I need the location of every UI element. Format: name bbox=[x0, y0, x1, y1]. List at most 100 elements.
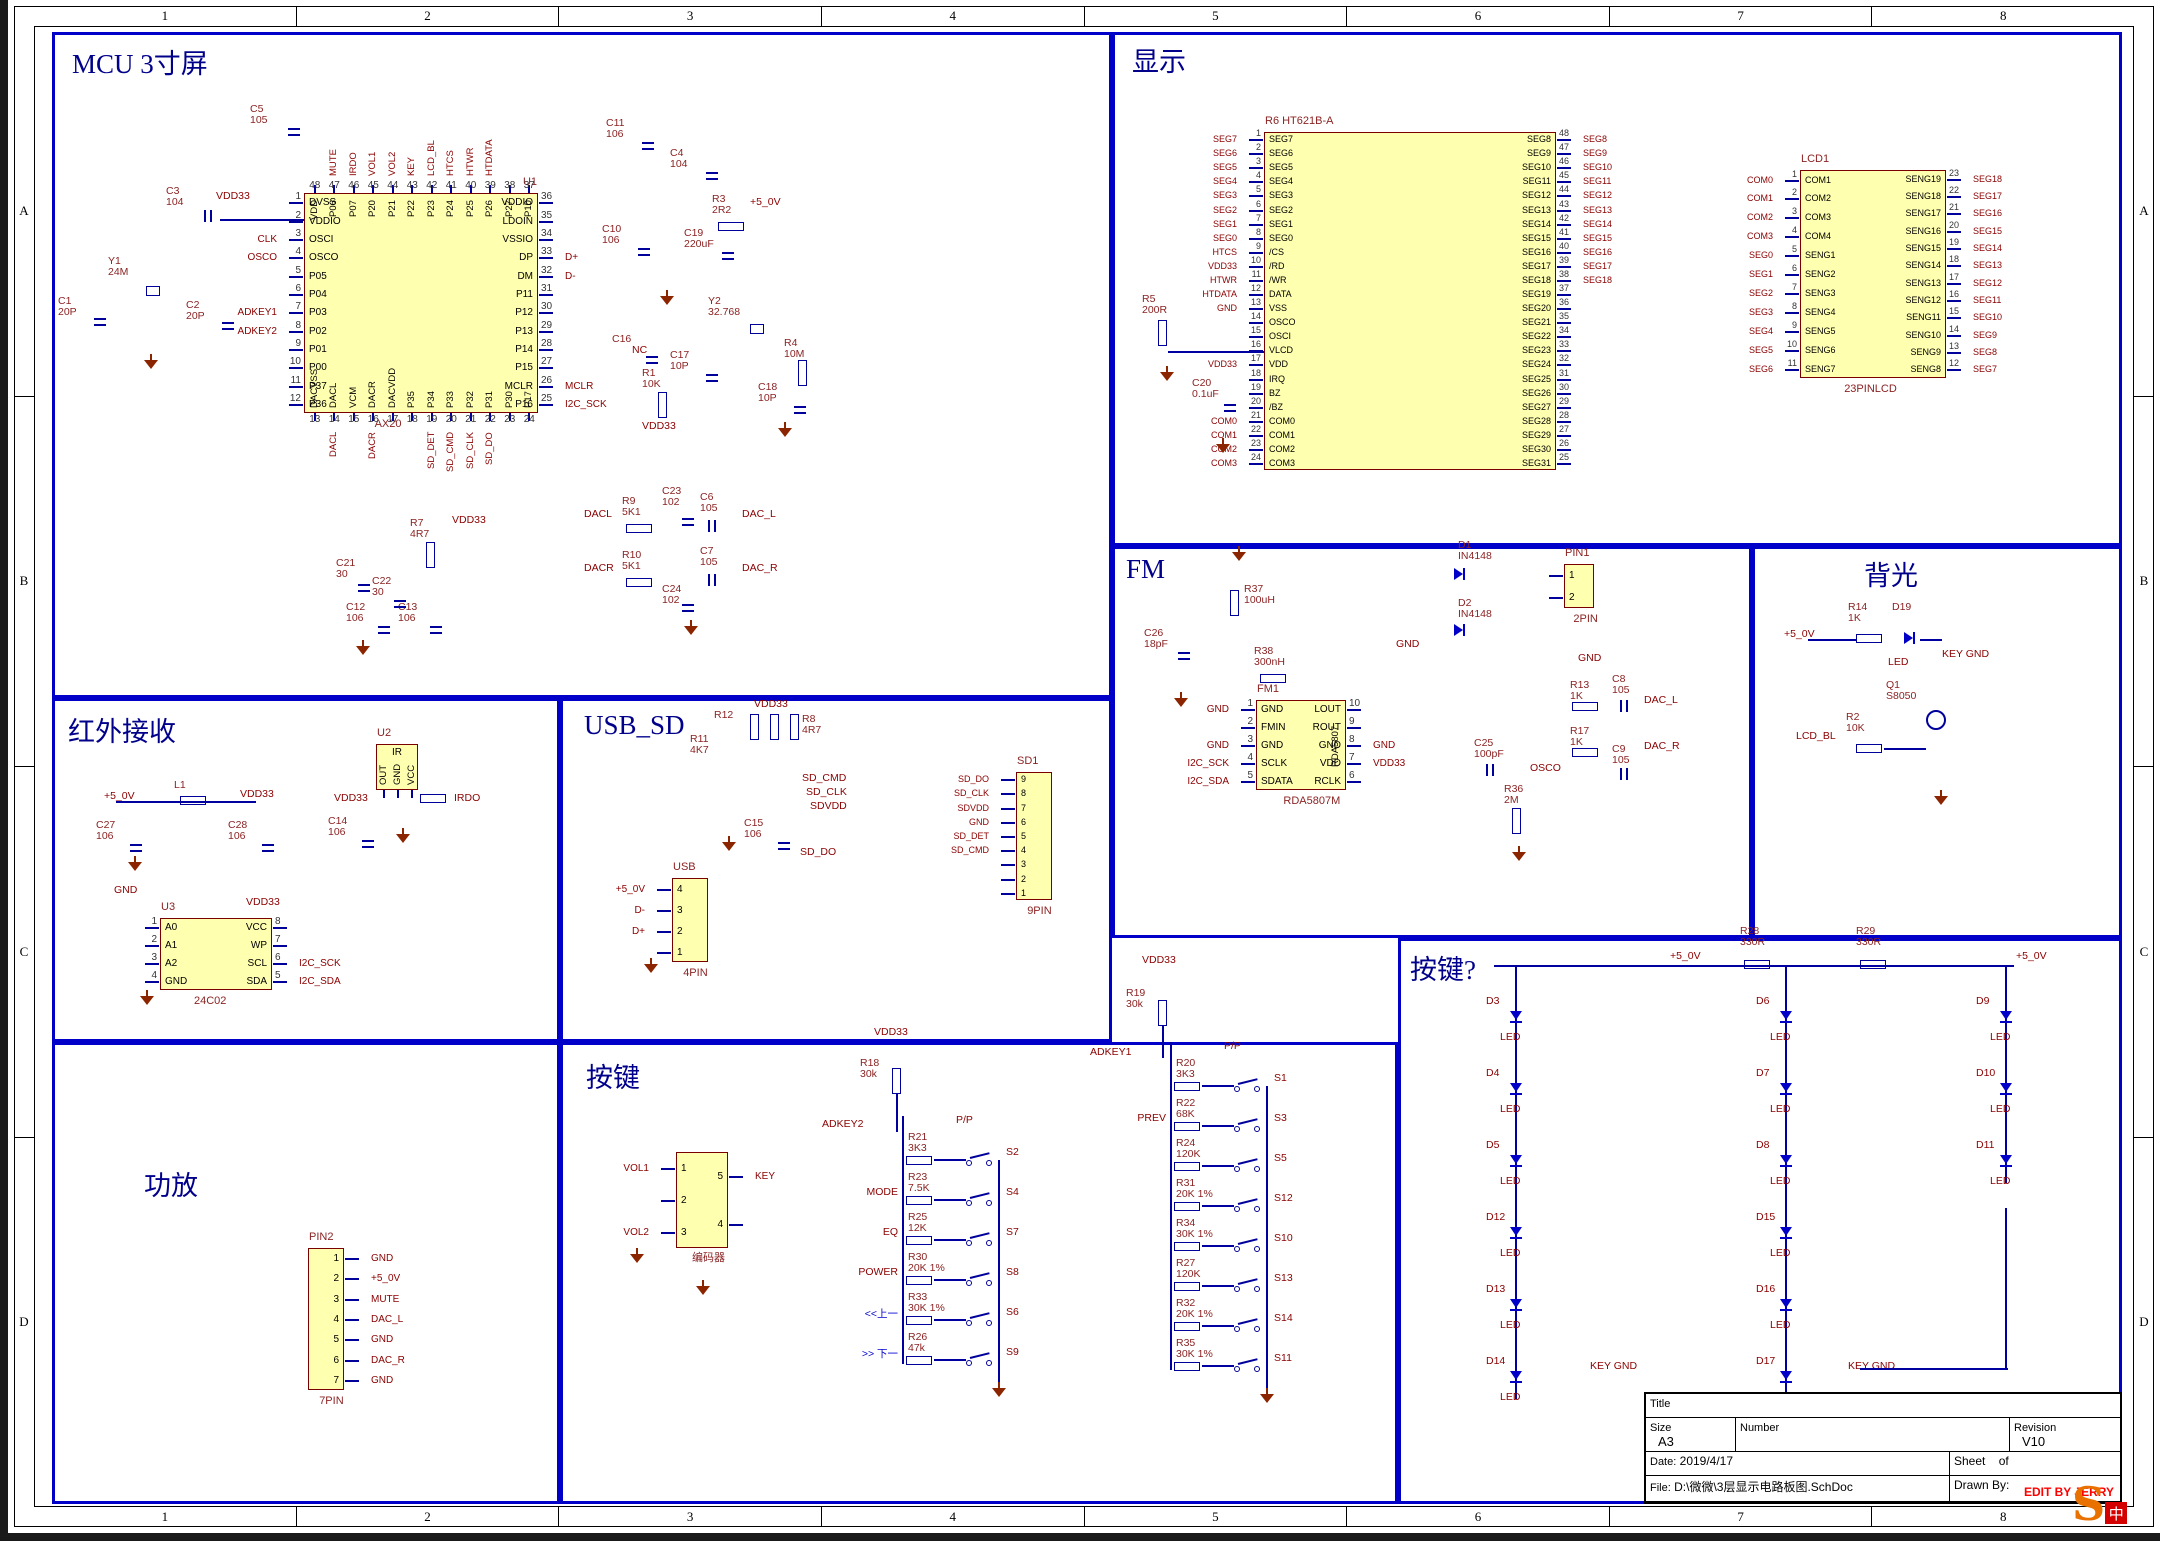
switch-S8[interactable] bbox=[966, 1272, 992, 1286]
switch-S5[interactable] bbox=[1234, 1158, 1260, 1172]
part-r12[interactable]: R12 bbox=[714, 710, 733, 721]
led-ref-D8[interactable]: D8 bbox=[1756, 1139, 1770, 1151]
switch-S14[interactable] bbox=[1234, 1318, 1260, 1332]
led-ref-D9[interactable]: D9 bbox=[1976, 995, 1990, 1007]
led-ref-D5[interactable]: D5 bbox=[1486, 1139, 1500, 1151]
led-symbol-D16[interactable] bbox=[1780, 1299, 1792, 1313]
led-ref-D7[interactable]: D7 bbox=[1756, 1067, 1770, 1079]
led-symbol-D5[interactable] bbox=[1510, 1155, 1522, 1169]
switch-S11[interactable] bbox=[1234, 1358, 1260, 1372]
led-ref-D3[interactable]: D3 bbox=[1486, 995, 1500, 1007]
led-ref-D17[interactable]: D17 bbox=[1756, 1355, 1776, 1367]
switch-S12[interactable] bbox=[1234, 1198, 1260, 1212]
led-ref-D10[interactable]: D10 bbox=[1976, 1067, 1996, 1079]
led-symbol-D15[interactable] bbox=[1780, 1227, 1792, 1241]
led-ref-D14[interactable]: D14 bbox=[1486, 1355, 1506, 1367]
led-ref-D11[interactable]: D11 bbox=[1976, 1139, 1995, 1151]
led-symbol-D8[interactable] bbox=[1780, 1155, 1792, 1169]
led-symbol-D9[interactable] bbox=[2000, 1011, 2012, 1025]
led-symbol-D7[interactable] bbox=[1780, 1083, 1792, 1097]
switch-S6[interactable] bbox=[966, 1312, 992, 1326]
part-l1[interactable]: L1 bbox=[174, 780, 186, 791]
led-symbol-D6[interactable] bbox=[1780, 1011, 1792, 1025]
led-symbol-D14[interactable] bbox=[1510, 1371, 1522, 1385]
led-symbol-D11[interactable] bbox=[2000, 1155, 2012, 1169]
switch-S4[interactable] bbox=[966, 1192, 992, 1206]
part-d19[interactable]: D19 bbox=[1892, 602, 1911, 613]
led-ref-D13[interactable]: D13 bbox=[1486, 1283, 1506, 1295]
led-symbol-D12[interactable] bbox=[1510, 1227, 1522, 1241]
switch-S7[interactable] bbox=[966, 1232, 992, 1246]
led-ref-D16[interactable]: D16 bbox=[1756, 1283, 1776, 1295]
led-ref-D6[interactable]: D6 bbox=[1756, 995, 1770, 1007]
led-symbol-D13[interactable] bbox=[1510, 1299, 1522, 1313]
led-symbol-D17[interactable] bbox=[1780, 1371, 1792, 1385]
led-ref-D15[interactable]: D15 bbox=[1756, 1211, 1776, 1223]
led-ref-D4[interactable]: D4 bbox=[1486, 1067, 1500, 1079]
switch-S13[interactable] bbox=[1234, 1278, 1260, 1292]
switch-S2[interactable] bbox=[966, 1152, 992, 1166]
switch-S3[interactable] bbox=[1234, 1118, 1260, 1132]
led-symbol-D10[interactable] bbox=[2000, 1083, 2012, 1097]
